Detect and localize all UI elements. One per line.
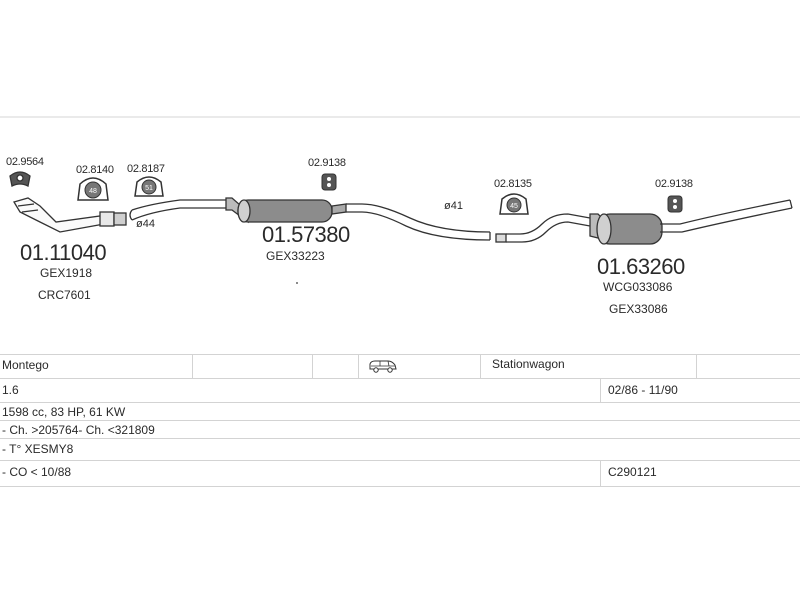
exhaust-drawing: 48 51 45 xyxy=(0,116,800,284)
part-number-clamp: 02.9564 xyxy=(6,156,44,168)
tail-pipe-1 xyxy=(346,203,491,241)
center-muffler-ref: GEX33223 xyxy=(266,249,325,263)
part-number-mount: 02.9138 xyxy=(308,157,346,169)
rear-muffler xyxy=(589,199,793,245)
vehicle-model: Montego xyxy=(2,358,49,372)
part-number-ring: 02.8187 xyxy=(127,163,165,175)
center-muffler-number: 01.57380 xyxy=(262,222,350,247)
diameter-label: ø41 xyxy=(444,200,463,212)
part-number-mount: 02.9138 xyxy=(655,178,693,190)
front-pipe-ref: GEX1918 xyxy=(40,266,93,280)
svg-text:45: 45 xyxy=(510,203,518,210)
svg-text:48: 48 xyxy=(89,188,97,195)
emission-note: - CO < 10/88 xyxy=(2,465,72,479)
table-rule xyxy=(0,460,800,461)
body-type: Stationwagon xyxy=(492,357,565,371)
front-pipe xyxy=(13,197,127,233)
table-divider xyxy=(696,354,697,378)
engine-spec: 1598 cc, 83 HP, 61 KW xyxy=(2,405,126,419)
diameter-label: ø44 xyxy=(136,218,155,230)
rear-muffler-ref: WCG033086 xyxy=(603,280,673,294)
tail-pipe-2 xyxy=(495,213,591,243)
exhaust-diagram: 48 51 45 xyxy=(0,116,800,316)
rubber-mount-icon xyxy=(321,173,337,191)
rubber-mount-icon xyxy=(667,195,683,213)
table-rule xyxy=(0,402,800,403)
table-rule xyxy=(0,378,800,379)
part-number-ring: 02.8140 xyxy=(76,164,114,176)
chassis-range: - Ch. >205764- Ch. <321809 xyxy=(2,423,155,437)
table-divider xyxy=(600,378,601,402)
part-number-ring: 02.8135 xyxy=(494,178,532,190)
center-muffler xyxy=(225,197,347,224)
table-rule xyxy=(0,420,800,421)
rear-muffler-ref: GEX33086 xyxy=(609,302,668,316)
table-divider xyxy=(358,354,359,378)
marker-dot xyxy=(296,282,298,284)
table-rule xyxy=(0,354,800,355)
table-rule xyxy=(0,438,800,439)
catalog-code: C290121 xyxy=(608,465,657,479)
ring-gasket-icon: 45 xyxy=(499,193,529,215)
table-divider xyxy=(600,460,601,486)
station-wagon-car-icon xyxy=(368,358,398,377)
clamp-icon xyxy=(9,171,31,187)
rear-muffler-number: 01.63260 xyxy=(597,254,685,279)
table-divider xyxy=(480,354,481,378)
ring-gasket-icon: 48 xyxy=(77,177,109,201)
intermediate-pipe xyxy=(129,199,228,221)
production-years: 02/86 - 11/90 xyxy=(608,383,678,397)
front-pipe-ref: CRC7601 xyxy=(38,288,91,302)
engine-size: 1.6 xyxy=(2,383,19,397)
table-divider xyxy=(312,354,313,378)
table-rule xyxy=(0,486,800,487)
table-divider xyxy=(192,354,193,378)
engine-code: - T° XESMY8 xyxy=(2,442,74,456)
svg-text:51: 51 xyxy=(145,185,153,192)
ring-gasket-icon: 51 xyxy=(134,176,164,197)
front-pipe-number: 01.11040 xyxy=(20,240,107,265)
